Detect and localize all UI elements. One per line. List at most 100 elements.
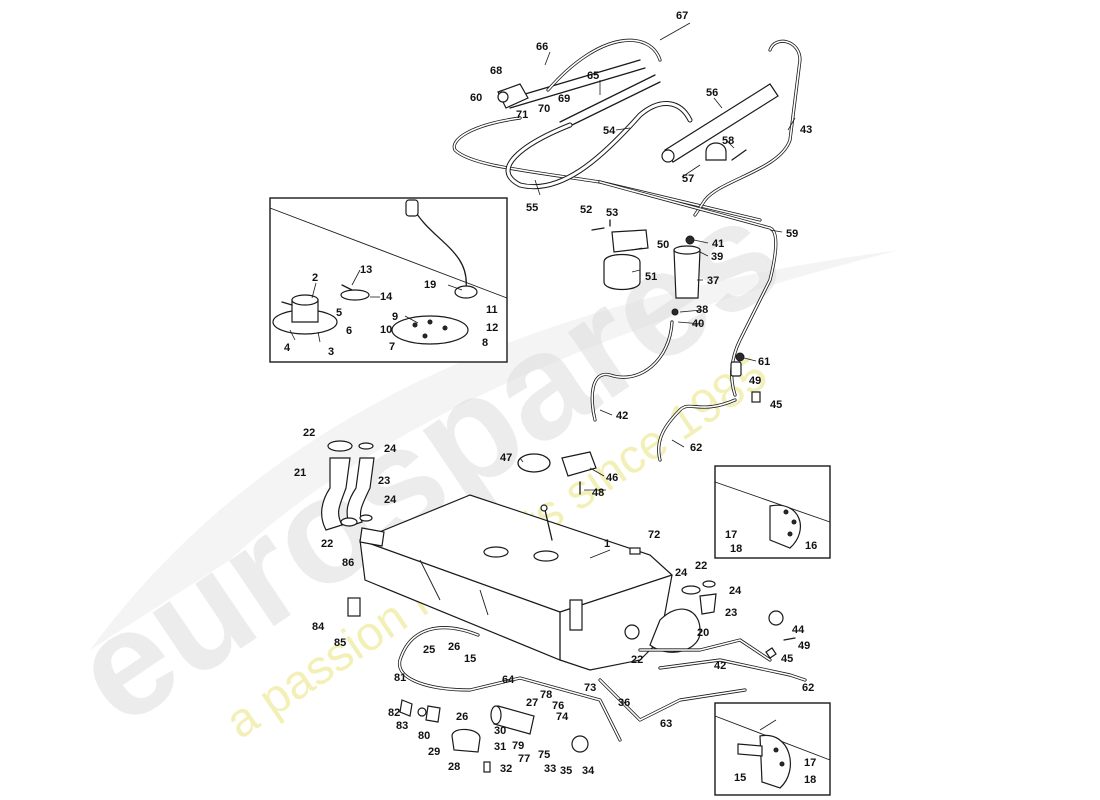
callout-47: 47 bbox=[500, 452, 512, 464]
callout-79: 79 bbox=[512, 740, 524, 752]
clamp-24 bbox=[358, 442, 374, 450]
callout-15a: 15 bbox=[464, 653, 476, 665]
callout-82: 82 bbox=[388, 707, 400, 719]
callout-18b: 18 bbox=[804, 774, 816, 786]
callout-17b: 17 bbox=[804, 757, 816, 769]
callout-4: 4 bbox=[284, 342, 291, 354]
pump-bracket-29 bbox=[451, 728, 481, 753]
bracket-84 bbox=[347, 597, 361, 617]
callout-40: 40 bbox=[692, 318, 704, 330]
filler-neck-86 bbox=[359, 527, 385, 547]
callout-24b: 24 bbox=[384, 494, 397, 506]
callout-56: 56 bbox=[706, 87, 718, 99]
callout-75: 75 bbox=[538, 749, 550, 761]
callout-23a: 23 bbox=[378, 475, 390, 487]
callout-29: 29 bbox=[428, 746, 440, 758]
clip-57 bbox=[705, 142, 727, 161]
callout-14: 14 bbox=[380, 291, 393, 303]
callout-9: 9 bbox=[392, 311, 398, 323]
callout-44: 44 bbox=[792, 624, 805, 636]
callout-70: 70 bbox=[538, 103, 550, 115]
callout-15b: 15 bbox=[734, 772, 746, 784]
callout-24d: 24 bbox=[729, 585, 742, 597]
sender-unit-19 bbox=[411, 205, 467, 289]
callout-45b: 45 bbox=[781, 653, 793, 665]
pipes-42-62 bbox=[590, 320, 761, 462]
callout-17a: 17 bbox=[725, 529, 737, 541]
callout-22d: 22 bbox=[631, 654, 643, 666]
callout-48: 48 bbox=[592, 487, 604, 499]
callout-64: 64 bbox=[502, 674, 515, 686]
callout-32: 32 bbox=[500, 763, 512, 775]
callout-69: 69 bbox=[558, 93, 570, 105]
bracket-46 bbox=[561, 451, 597, 477]
hose-55 bbox=[505, 101, 693, 190]
callout-10: 10 bbox=[380, 324, 392, 336]
callout-labels: 1 2 3 4 5 6 7 8 9 10 11 12 13 14 15 15 1… bbox=[284, 10, 817, 786]
callout-84: 84 bbox=[312, 621, 325, 633]
callout-26b: 26 bbox=[456, 711, 468, 723]
callout-67: 67 bbox=[676, 10, 688, 22]
callout-85: 85 bbox=[334, 637, 346, 649]
callout-3: 3 bbox=[328, 346, 334, 358]
callout-26a: 26 bbox=[448, 641, 460, 653]
filler-hoses bbox=[321, 440, 375, 531]
callout-49a: 49 bbox=[749, 375, 761, 387]
callout-5: 5 bbox=[336, 307, 342, 319]
callout-33: 33 bbox=[544, 763, 556, 775]
fuel-filter-37 bbox=[673, 249, 701, 299]
callout-42a: 42 bbox=[616, 410, 628, 422]
callout-61: 61 bbox=[758, 356, 770, 368]
callout-73: 73 bbox=[584, 682, 596, 694]
callout-7: 7 bbox=[389, 341, 395, 353]
tank-port-b bbox=[533, 550, 559, 562]
callout-8: 8 bbox=[482, 337, 488, 349]
callout-62a: 62 bbox=[690, 442, 702, 454]
callout-18a: 18 bbox=[730, 543, 742, 555]
mount-51 bbox=[603, 253, 641, 291]
callout-80: 80 bbox=[418, 730, 430, 742]
callout-13: 13 bbox=[360, 264, 372, 276]
callout-50: 50 bbox=[657, 239, 669, 251]
right-filler-hoses bbox=[624, 580, 717, 653]
bolt-58 bbox=[731, 149, 747, 161]
callout-21: 21 bbox=[294, 467, 306, 479]
pump-inset-box bbox=[269, 197, 508, 363]
callout-11: 11 bbox=[486, 304, 498, 316]
tank-strap-end bbox=[569, 599, 583, 631]
tank-port-a bbox=[483, 546, 509, 558]
callout-74: 74 bbox=[556, 711, 569, 723]
bracket-50 bbox=[611, 229, 649, 253]
callout-41: 41 bbox=[712, 238, 724, 250]
callout-86: 86 bbox=[342, 557, 354, 569]
pipe-59-run bbox=[598, 180, 778, 397]
fuel-pump-assembly bbox=[347, 597, 589, 773]
callout-49b: 49 bbox=[798, 640, 810, 652]
callout-81: 81 bbox=[394, 672, 406, 684]
callout-31: 31 bbox=[494, 741, 506, 753]
callout-37: 37 bbox=[707, 275, 719, 287]
seal-14 bbox=[340, 289, 370, 301]
detail-inset-top bbox=[714, 465, 831, 559]
callout-46: 46 bbox=[606, 472, 618, 484]
callout-55: 55 bbox=[526, 202, 538, 214]
callout-1: 1 bbox=[604, 538, 610, 550]
callout-23b: 23 bbox=[725, 607, 737, 619]
callout-2: 2 bbox=[312, 272, 318, 284]
callout-83: 83 bbox=[396, 720, 408, 732]
callout-16: 16 bbox=[805, 540, 817, 552]
callout-60: 60 bbox=[470, 92, 482, 104]
fuel-rail-66 bbox=[504, 59, 641, 101]
callout-36: 36 bbox=[618, 697, 630, 709]
small-parts-right bbox=[765, 610, 796, 659]
callout-22a: 22 bbox=[303, 427, 315, 439]
callout-28: 28 bbox=[448, 761, 460, 773]
callout-59: 59 bbox=[786, 228, 798, 240]
callout-68: 68 bbox=[490, 65, 502, 77]
bottom-pipes bbox=[398, 626, 807, 742]
callout-51: 51 bbox=[645, 271, 657, 283]
callout-22c: 22 bbox=[695, 560, 707, 572]
grommet-44 bbox=[768, 610, 784, 626]
callout-78: 78 bbox=[540, 689, 552, 701]
